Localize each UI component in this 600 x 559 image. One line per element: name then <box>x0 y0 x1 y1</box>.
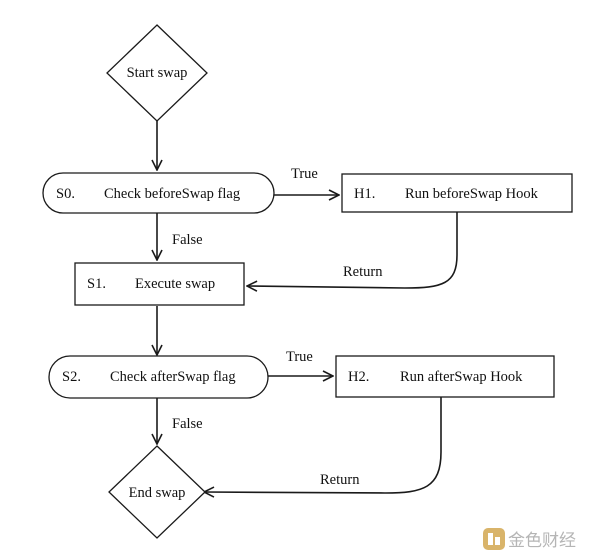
node-s0: S0. Check beforeSwap flag <box>42 172 275 214</box>
node-h1-label: Run beforeSwap Hook <box>405 186 539 202</box>
edge-label-s0-true: True <box>291 166 318 182</box>
node-start-label: Start swap <box>127 65 188 81</box>
node-s2-label: Check afterSwap flag <box>110 369 236 385</box>
watermark-text: 金色财经 <box>508 531 576 551</box>
node-h2-label: Run afterSwap Hook <box>400 369 523 385</box>
node-h1: H1. Run beforeSwap Hook <box>341 173 573 213</box>
node-start: Start swap <box>106 24 208 122</box>
node-end: End swap <box>108 445 206 539</box>
watermark-logo-icon <box>483 528 505 550</box>
watermark-logo-shape <box>483 528 505 550</box>
node-s1-id: S1. <box>87 276 106 292</box>
node-h2: H2. Run afterSwap Hook <box>335 355 555 398</box>
node-s0-label: Check beforeSwap flag <box>104 186 240 202</box>
edge-h1-to-s1 <box>247 212 458 288</box>
edge-labels: True False Return True False Return <box>172 166 383 488</box>
edge-label-s2-false: False <box>172 416 203 432</box>
node-s2: S2. Check afterSwap flag <box>48 355 269 399</box>
edge-label-h2-return: Return <box>320 472 360 488</box>
node-s1-label: Execute swap <box>135 276 215 292</box>
edge-label-s2-true: True <box>286 349 313 365</box>
node-s0-id: S0. <box>56 186 75 202</box>
node-s1: S1. Execute swap <box>74 262 245 306</box>
watermark: 金色财经 <box>483 528 576 551</box>
node-end-label: End swap <box>129 485 186 501</box>
edge-h2-to-end <box>204 397 442 493</box>
edge-label-h1-return: Return <box>343 264 383 280</box>
edge-label-s0-false: False <box>172 232 203 248</box>
node-h2-id: H2. <box>348 369 369 385</box>
node-h1-id: H1. <box>354 186 375 202</box>
node-s2-id: S2. <box>62 369 81 385</box>
edges <box>157 121 458 493</box>
